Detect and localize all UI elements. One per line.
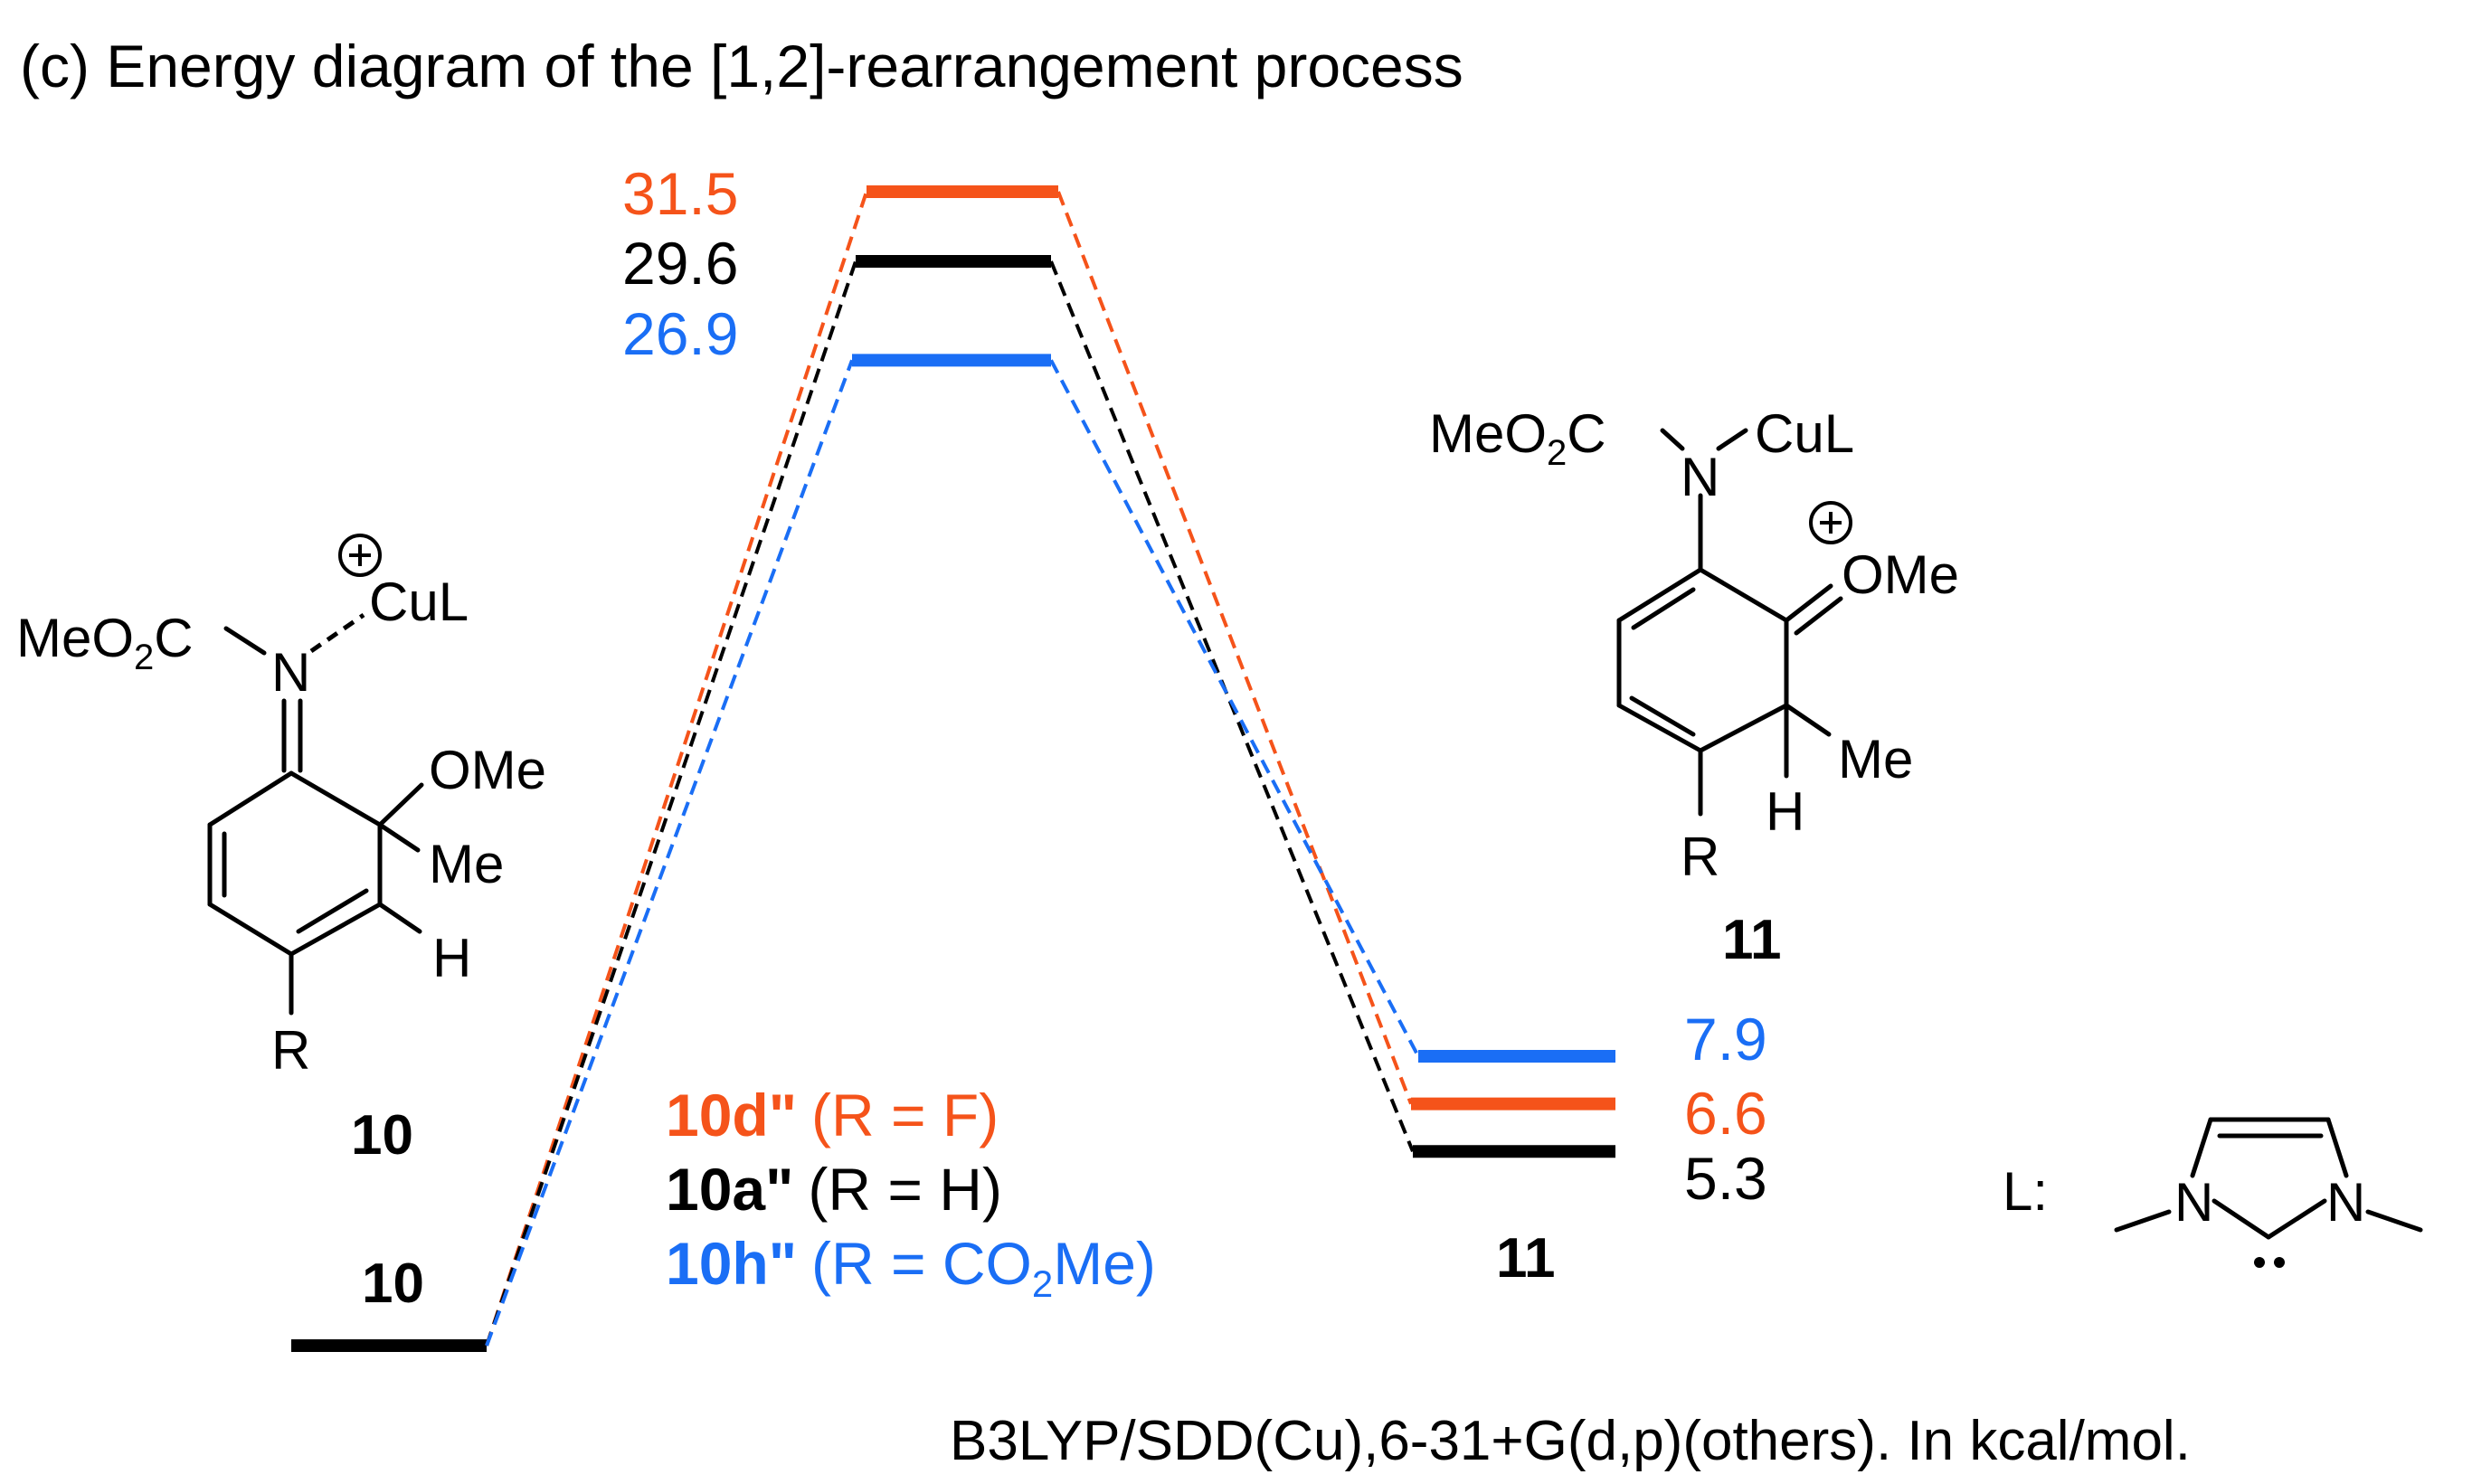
ligand-label: L: <box>2003 1161 2048 1222</box>
ts-energy-black: 29.6 <box>622 230 738 297</box>
h-11: H <box>1766 781 1804 842</box>
legend-sub-10d: (R = F) <box>811 1082 999 1148</box>
legend-sub-10a: (R = H) <box>808 1156 1002 1223</box>
cul-11: CuL <box>1755 403 1854 464</box>
ts-energy-orange: 31.5 <box>622 160 738 227</box>
cul-10: CuL <box>369 572 469 632</box>
legend: 10d"(R = F) 10a"(R = H) 10h"(R = CO2Me) <box>666 1082 1156 1305</box>
legend-sub-10h-pre: (R = CO <box>811 1230 1032 1297</box>
legend-id-10d: 10d" <box>666 1082 797 1148</box>
structure-11-number: 11 <box>1722 909 1782 971</box>
meo2c-10: MeO2C <box>16 608 194 677</box>
legend-sub-10h-post: Me) <box>1053 1230 1156 1297</box>
method-footnote: B3LYP/SDD(Cu),6-31+G(d,p)(others). In kc… <box>950 1410 2191 1472</box>
n-cu-dashed-bond <box>309 612 365 654</box>
ts-energy-blue: 26.9 <box>622 300 738 367</box>
n-atom-11: N <box>1681 447 1719 507</box>
ligand-n1: N <box>2174 1172 2213 1233</box>
product-level-label: 11 <box>1496 1227 1556 1290</box>
positive-charge-10 <box>338 534 382 577</box>
legend-entry-10h: 10h"(R = CO2Me) <box>666 1230 1156 1305</box>
r-10: R <box>271 1020 310 1081</box>
me-10: Me <box>429 834 504 894</box>
connector-black-reactant-ts <box>485 260 857 1347</box>
structure-10-number: 10 <box>351 1104 413 1167</box>
positive-charge-11 <box>1809 501 1852 544</box>
connector-blue-reactant-ts <box>485 359 854 1347</box>
r-11: R <box>1681 827 1719 887</box>
product-energy-blue: 7.9 <box>1684 1006 1767 1073</box>
lone-pair-dot-2 <box>2274 1257 2285 1268</box>
product-energy-orange: 6.6 <box>1684 1080 1767 1147</box>
connector-orange-ts-product <box>1056 191 1413 1105</box>
legend-sub-10h-index: 2 <box>1032 1262 1053 1305</box>
product-energy-black: 5.3 <box>1684 1145 1767 1212</box>
legend-id-10a: 10a" <box>666 1156 793 1223</box>
connector-blue-ts-product <box>1049 359 1420 1057</box>
reactant-level-label: 10 <box>362 1252 424 1315</box>
ligand-n2: N <box>2326 1172 2365 1233</box>
me-11: Me <box>1838 729 1913 789</box>
structure-11: MeO2C N CuL OMe Me H R 11 <box>1429 403 1959 971</box>
legend-entry-10d: 10d"(R = F) <box>666 1082 999 1148</box>
figure-title: (c) Energy diagram of the [1,2]-rearrang… <box>20 33 1463 99</box>
energy-levels <box>291 185 1615 1352</box>
h-10: H <box>432 928 471 988</box>
lone-pair-dot-1 <box>2254 1257 2265 1268</box>
n-atom-10: N <box>271 642 310 703</box>
ome-10: OMe <box>429 740 546 800</box>
ome-11: OMe <box>1842 544 1959 605</box>
meo2c-11: MeO2C <box>1429 403 1606 473</box>
legend-id-10h: 10h" <box>666 1230 797 1297</box>
structure-10: MeO2C N CuL OMe Me H R 10 <box>16 534 546 1167</box>
ligand-structure: L: N N <box>2003 1117 2423 1268</box>
legend-entry-10a: 10a"(R = H) <box>666 1156 1002 1223</box>
